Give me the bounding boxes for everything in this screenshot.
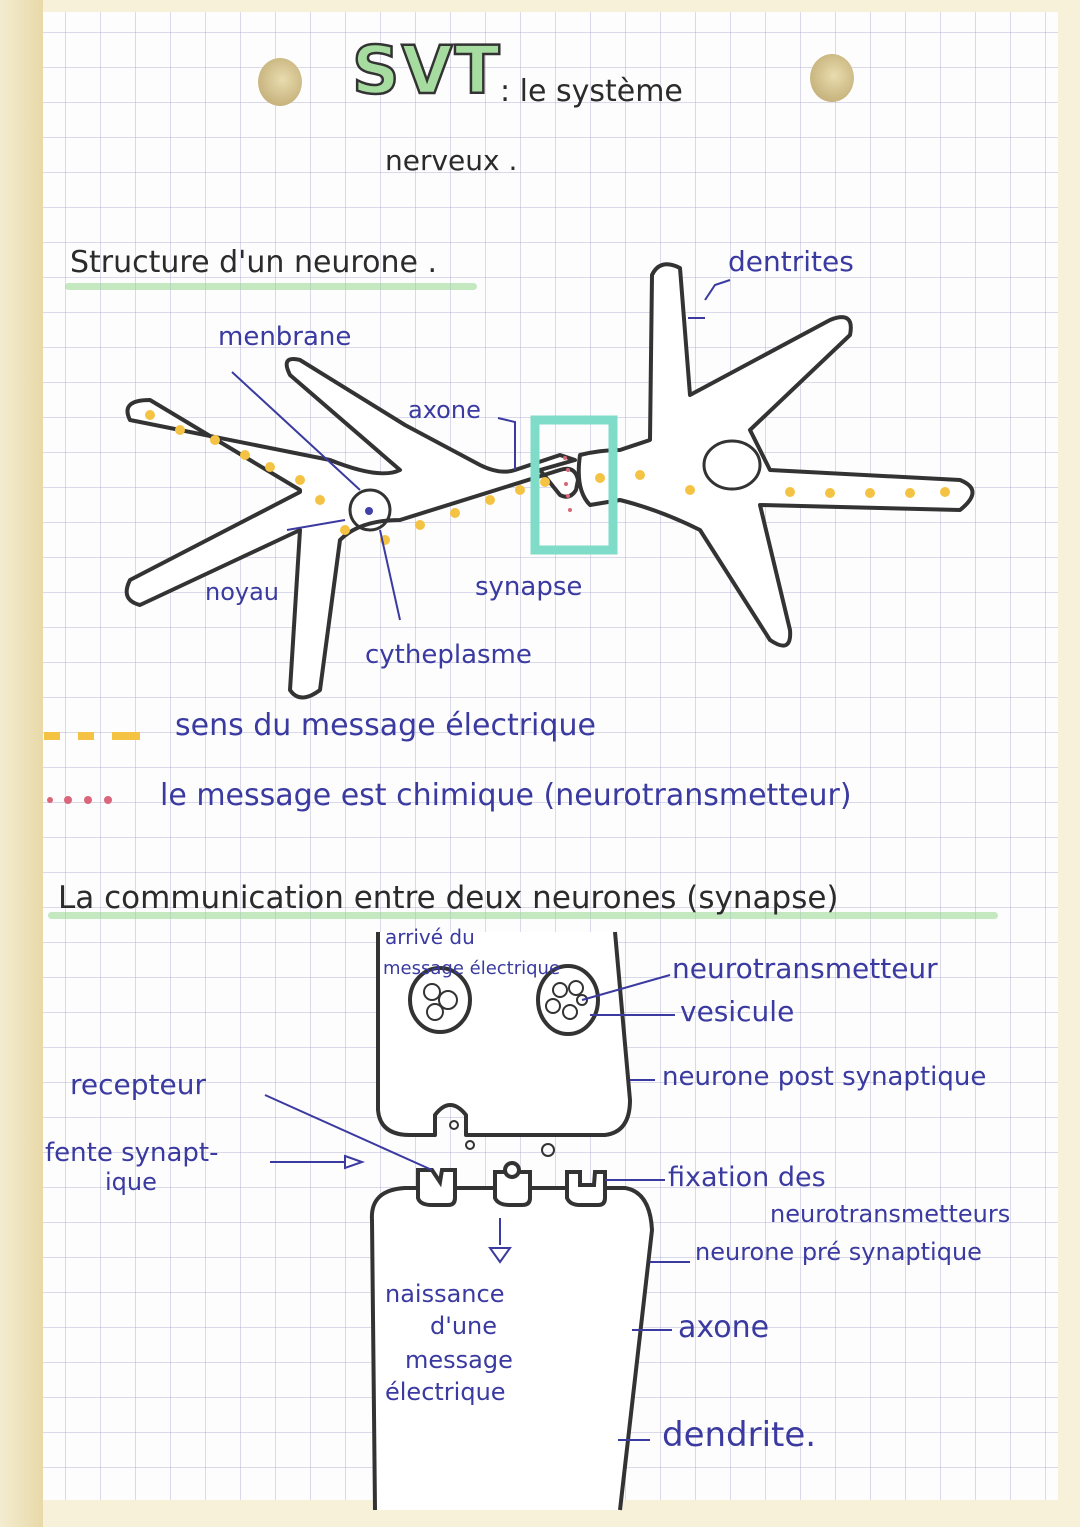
- label-birth-3: message: [405, 1346, 513, 1374]
- heading2-highlight: [48, 912, 998, 919]
- label-vesicle: vesicule: [680, 995, 795, 1028]
- title-line2: nerveux .: [385, 144, 518, 177]
- label-neurotransmitter: neurotransmetteur: [672, 952, 938, 985]
- label-dendrite: dendrite.: [662, 1415, 817, 1455]
- label-arrival-2: message électrique: [383, 958, 561, 979]
- punch-hole-left: [258, 58, 302, 106]
- title-rest: : le système: [500, 74, 683, 109]
- label-synapse: synapse: [475, 572, 583, 602]
- heading-highlight: [65, 283, 477, 290]
- punch-hole-right: [810, 54, 854, 102]
- label-receptor: recepteur: [70, 1068, 206, 1101]
- notebook-edge: [0, 0, 43, 1527]
- label-birth-4: électrique: [385, 1378, 506, 1406]
- label-fixation-2: neurotransmetteurs: [770, 1200, 1011, 1228]
- label-cleft-2: ique: [105, 1168, 157, 1196]
- label-post-synaptic: neurone post synaptique: [662, 1062, 987, 1092]
- label-nucleus: noyau: [205, 578, 280, 606]
- legend-electric: sens du message électrique: [175, 708, 596, 743]
- section1-heading: Structure d'un neurone .: [70, 245, 438, 280]
- cell-body-circle: [348, 488, 392, 532]
- label-cytoplasm: cytheplasme: [365, 640, 532, 670]
- label-birth-2: d'une: [430, 1312, 498, 1340]
- label-membrane: menbrane: [218, 322, 352, 352]
- title-svt: SVT: [351, 31, 502, 111]
- label-pre-synaptic: neurone pré synaptique: [695, 1238, 982, 1266]
- label-axon: axone: [408, 396, 481, 424]
- label-fixation-1: fixation des: [668, 1162, 826, 1193]
- section2-heading: La communication entre deux neurones (sy…: [58, 880, 839, 916]
- label-birth-1: naissance: [385, 1280, 505, 1308]
- label-arrival-1: arrivé du: [385, 925, 475, 949]
- grid-paper-page: [43, 12, 1058, 1500]
- legend-chemical: le message est chimique (neurotransmette…: [160, 778, 852, 813]
- label-axon-2: axone: [678, 1310, 770, 1345]
- label-dendrites: dentrites: [728, 245, 854, 278]
- label-cleft-1: fente synapt-: [45, 1138, 219, 1168]
